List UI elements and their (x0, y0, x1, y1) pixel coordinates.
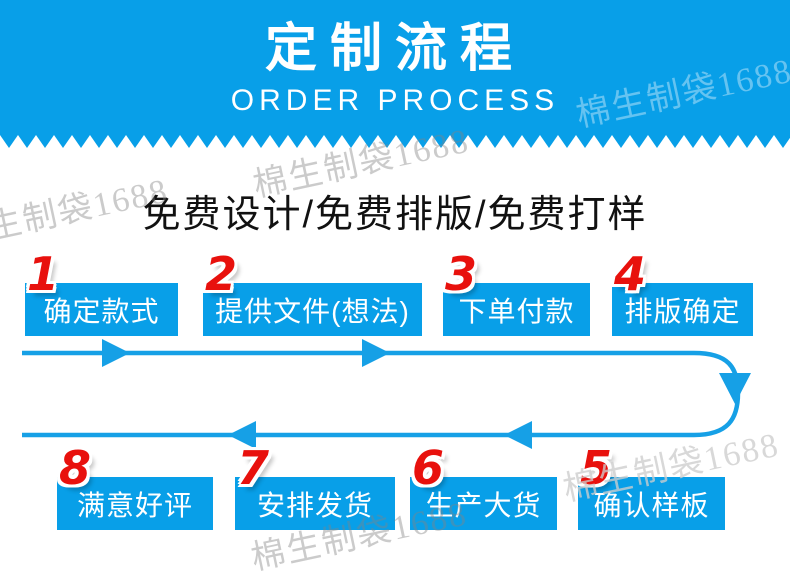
page-subtitle-en: ORDER PROCESS (230, 84, 560, 117)
zigzag-edge-icon (0, 135, 790, 149)
step-number-7: 7 (237, 441, 271, 495)
header-banner: 定制流程 ORDER PROCESS (0, 0, 790, 135)
step-number-2: 2 (205, 247, 239, 301)
step-box-2: 2 提供文件(想法) (203, 251, 422, 336)
step-label-2: 提供文件(想法) (215, 295, 410, 327)
step-box-4: 4 排版确定 (612, 251, 753, 336)
free-services-tagline: 免费设计/免费排版/免费打样 (142, 194, 648, 236)
step-label-7: 安排发货 (256, 489, 373, 521)
step-label-6: 生产大货 (425, 489, 542, 521)
step-number-5: 5 (580, 441, 614, 495)
flow-arrows-icon (22, 339, 751, 449)
step-number-6: 6 (412, 441, 446, 495)
step-box-1: 1 确定款式 (25, 251, 178, 336)
step-box-5: 5 确认样板 (578, 445, 725, 530)
step-label-4: 排版确定 (624, 295, 741, 327)
step-number-8: 8 (59, 441, 93, 495)
step-number-4: 4 (614, 247, 648, 301)
step-box-3: 3 下单付款 (443, 251, 590, 336)
step-box-8: 8 满意好评 (57, 445, 213, 530)
step-label-5: 确认样板 (593, 489, 710, 521)
step-label-8: 满意好评 (76, 489, 193, 521)
page-title: 定制流程 (264, 20, 525, 78)
step-label-1: 确定款式 (43, 295, 160, 327)
step-label-3: 下单付款 (458, 295, 575, 327)
step-box-7: 7 安排发货 (235, 445, 395, 530)
step-number-1: 1 (27, 247, 61, 301)
step-box-6: 6 生产大货 (410, 445, 557, 530)
step-number-3: 3 (445, 247, 479, 301)
